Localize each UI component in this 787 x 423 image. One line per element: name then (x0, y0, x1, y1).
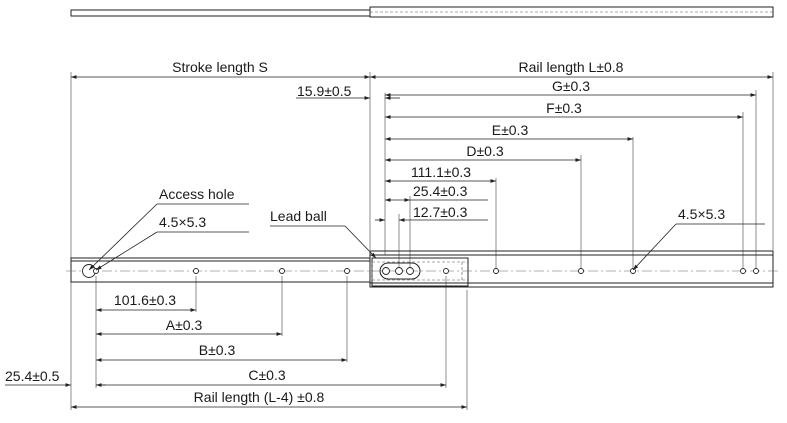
mount-hole (578, 268, 584, 274)
dim-111-label: 111.1±0.3 (411, 164, 471, 180)
offset-25-4-label: 25.4±0.5 (5, 368, 60, 384)
lower-dimensions (5, 308, 467, 409)
hole-size-left-leader (95, 231, 158, 271)
mount-hole (406, 267, 414, 275)
extension-lines (70, 72, 774, 410)
upper-dimensions (71, 75, 773, 222)
labels: Stroke length S Rail length L±0.8 15.9±0… (5, 59, 725, 405)
side-view (66, 250, 778, 288)
dim-e-label: E±0.3 (492, 122, 529, 138)
dim-101-6-label: 101.6±0.3 (114, 292, 176, 308)
access-hole-label: Access hole (159, 186, 235, 202)
dim-a-label: A±0.3 (166, 317, 203, 333)
access-hole-leader (88, 203, 158, 271)
lead-ball-leader (344, 225, 377, 259)
lead-ball (382, 267, 390, 275)
dim-c-label: C±0.3 (248, 367, 285, 383)
dim-b-label: B±0.3 (199, 342, 236, 358)
stroke-length-label: Stroke length S (172, 59, 268, 75)
hole-size-right-label: 4.5×5.3 (678, 206, 725, 222)
lead-ball-label: Lead ball (270, 208, 327, 224)
mount-hole (443, 268, 449, 274)
dim-f-label: F±0.3 (546, 100, 582, 116)
mount-hole (630, 268, 636, 274)
offset-15-9-label: 15.9±0.5 (297, 83, 352, 99)
dim-12-7-label: 12.7±0.3 (413, 204, 468, 220)
dim-25-4-top-label: 25.4±0.3 (413, 183, 468, 199)
rail-length-label: Rail length L±0.8 (519, 59, 624, 75)
mount-hole (395, 267, 403, 275)
rail-length-l4-label: Rail length (L-4) ±0.8 (194, 389, 325, 405)
mount-hole (279, 268, 285, 274)
mount-hole (493, 268, 499, 274)
hole-size-left-label: 4.5×5.3 (159, 214, 206, 230)
top-view-inner-member (70, 9, 371, 17)
dim-g-label: G±0.3 (552, 78, 590, 94)
mount-hole (753, 268, 759, 274)
outer-member-outline (369, 250, 774, 288)
dim-d-label: D±0.3 (466, 143, 503, 159)
inner-member-outline (70, 257, 371, 283)
mount-hole (740, 268, 746, 274)
top-view (70, 6, 774, 18)
mount-hole (193, 268, 199, 274)
mount-hole (344, 268, 350, 274)
leaders (88, 203, 765, 271)
hole-size-right-leader (632, 223, 677, 271)
